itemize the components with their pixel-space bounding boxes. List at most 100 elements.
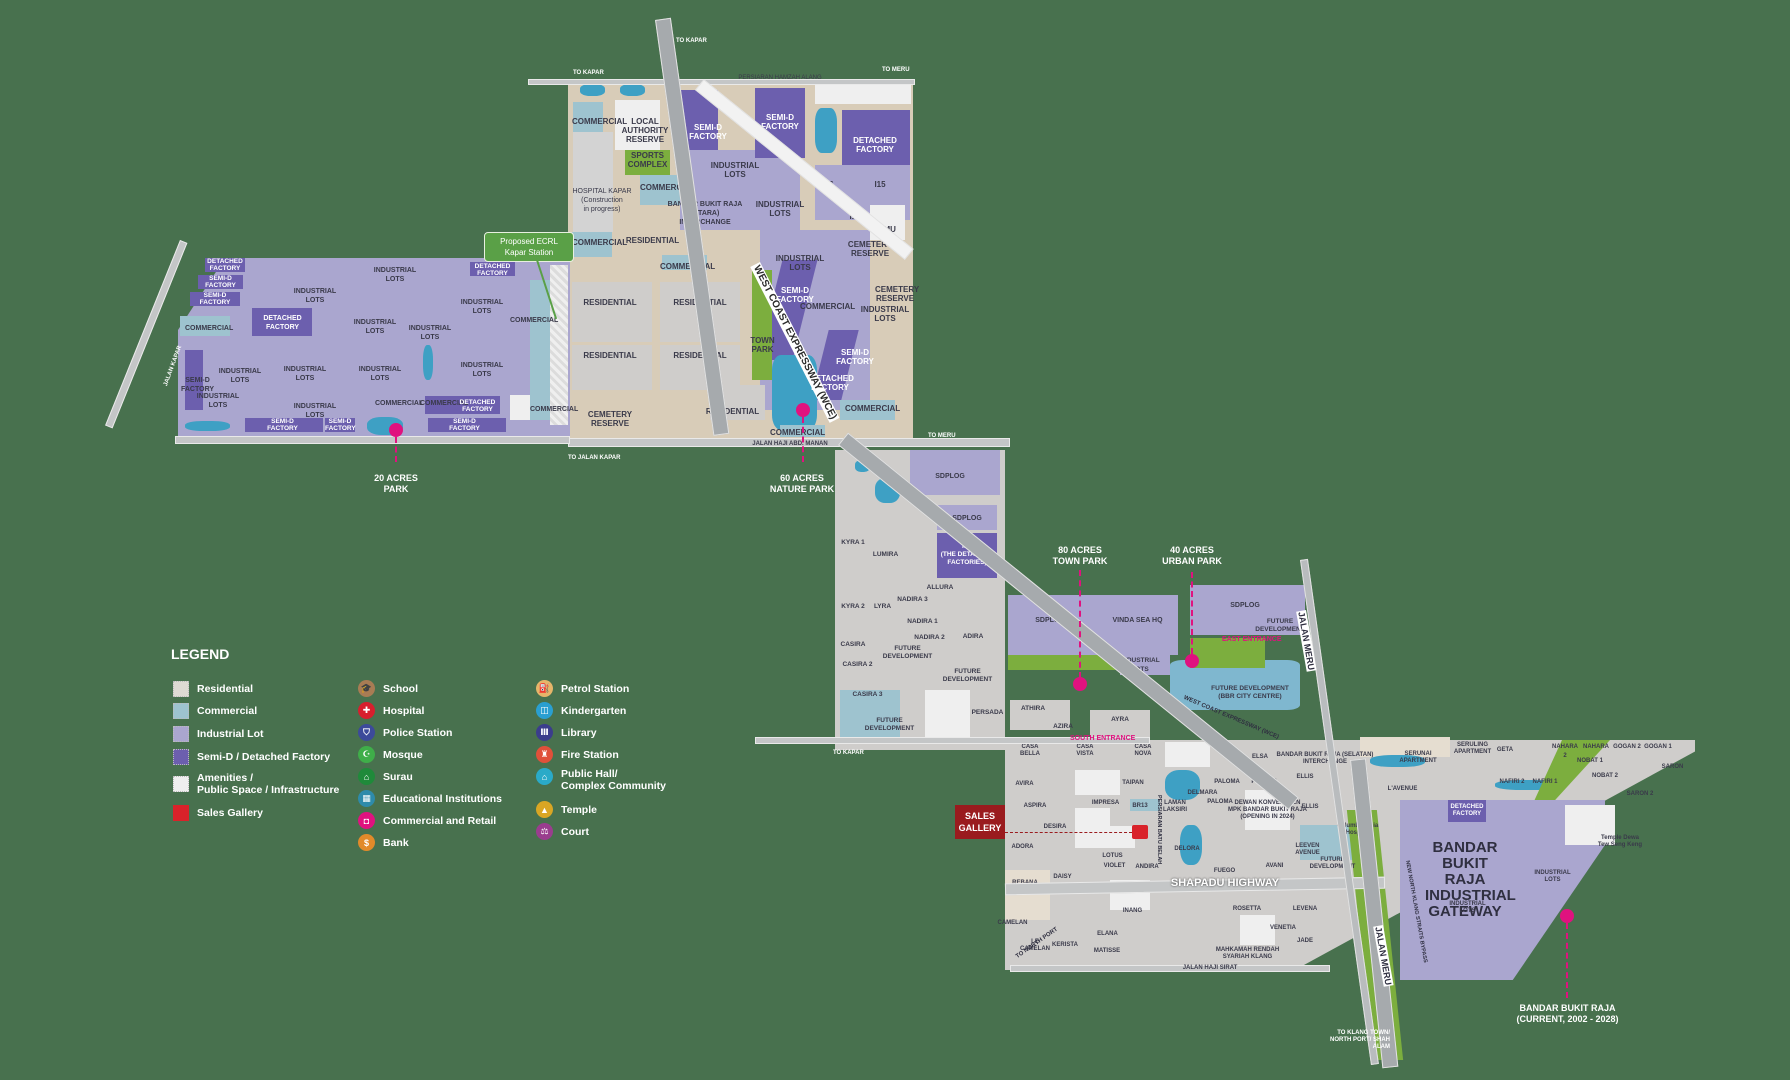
label-fuego: FUEGO [1213, 868, 1236, 874]
label-mahkamah: MAHKAMAH RENDAH SYARIAH KLANG [1215, 947, 1280, 960]
zone-detached-factory [252, 308, 312, 336]
label-semid-factory: SEMI-D FACTORY [689, 123, 727, 141]
label-semid-factory: SEMI-D FACTORY [449, 418, 480, 432]
zone-industrial [680, 150, 800, 230]
zone-semid-factory [185, 350, 203, 410]
label-industrial-lots: INDUSTRIAL LOTS [860, 305, 910, 323]
label-future-development: FUTURE DEVELOPMENT [942, 668, 993, 683]
label-hospital-kapar: HOSPITAL KAPAR (Construction in progress… [572, 188, 632, 213]
label-industrial-lots: INDUSTRIAL LOTS [283, 366, 327, 382]
legend-item-library: Ⅲ Library [536, 724, 597, 741]
legend-item-school: 🎓 School [358, 680, 418, 697]
label-industrial-lots: INDUSTRIAL LOTS [218, 368, 262, 384]
label-residential: RESIDENTIAL [583, 351, 637, 360]
road-label-jalan-haji-sirat: JALAN HAJI SIRAT [1182, 965, 1238, 971]
lake-laman-laksiri [1165, 770, 1200, 800]
legend-label: Court [561, 825, 589, 838]
leader-40-acres-urban-park [1191, 572, 1193, 654]
label-dewan-konvensyen: DEWAN KONVENSYEN MPK BANDAR BUKIT RAJA (… [1228, 800, 1307, 820]
label-commercial: COMMERCIAL [660, 262, 716, 271]
label-casa-nova: CASA NOVA [1134, 744, 1152, 757]
zone-serunai [1360, 737, 1450, 757]
legend-label: Police Station [383, 726, 453, 739]
label-20-acres-park: 20 ACRES PARK [374, 473, 418, 494]
label-adora: ADORA [1011, 844, 1034, 850]
label-laman-laksiri: LAMAN LAKSIRI [1163, 800, 1187, 813]
label-bbr-city-centre: FUTURE DEVELOPMENT (BBR CITY CENTRE) [1211, 685, 1289, 700]
legend-label: Kindergarten [561, 704, 627, 717]
sales-gallery-marker[interactable]: SALES GALLERY [955, 805, 1005, 839]
zone-commercial [572, 232, 612, 257]
label-geta: GETA [1496, 747, 1514, 753]
label-industrial-lots: INDUSTRIAL LOTS [460, 299, 504, 315]
legend-item-semid-factory: Semi-D / Detached Factory [173, 749, 330, 765]
west-zone-base [178, 258, 570, 438]
label-future-development: FUTURE DEVELOPMENT [882, 645, 933, 660]
legend-item-commercial-retail: ◘ Commercial and Retail [358, 812, 496, 829]
zone-detached-factory [205, 258, 245, 272]
label-detached-factory: DETACHED FACTORY [474, 263, 511, 277]
legend-item-public-hall: ⌂ Public Hall/ Complex Community [536, 768, 666, 792]
leader-20-acres-park [395, 437, 397, 462]
pin-bandar-bukit-raja-current[interactable] [1560, 909, 1574, 923]
label-casa-bella: CASA BELLA [1020, 744, 1040, 757]
label-serunai-apartment: SERUNAI APARTMENT [1399, 751, 1437, 764]
label-industrial-lots: INDUSTRIAL LOTS [1449, 901, 1486, 914]
label-paloma: PALOMA [1214, 779, 1240, 785]
direction-to-jalan-kapar: TO JALAN KAPAR [568, 455, 621, 461]
pin-80-acres-town-park[interactable] [1073, 677, 1087, 691]
zone-mahkamah [1240, 915, 1275, 945]
label-industrial-lots: INDUSTRIAL LOTS [775, 254, 825, 272]
legend-item-educational: ▦ Educational Institutions [358, 790, 502, 807]
label-cemetery-reserve: CEMETERY RESERVE [875, 285, 920, 303]
label-bandar-bukit-raja-current: BANDAR BUKIT RAJA (CURRENT, 2002 - 2028) [1516, 1003, 1619, 1024]
label-residential: RESIDENTIAL [583, 298, 637, 307]
pin-20-acres-park[interactable] [389, 423, 403, 437]
label-levena: LEVENA [1292, 906, 1318, 912]
sales-gallery-site[interactable] [1132, 825, 1148, 839]
label-inang: INANG [1122, 908, 1143, 914]
label-industrial-lots: INDUSTRIAL LOTS [755, 200, 805, 218]
zone-semid-factory [198, 275, 243, 289]
legend-label: Petrol Station [561, 682, 630, 695]
label-industrial-lots: INDUSTRIAL LOTS [710, 161, 760, 179]
label-nobat1: NOBAT 1 [1577, 758, 1603, 764]
kindergarten-icon: ◫ [536, 702, 553, 719]
temple-icon: ▲ [536, 801, 553, 818]
legend-label: Bank [383, 836, 409, 849]
label-sdplog: SDPLOG [952, 515, 982, 522]
label-industrial-lots: INDUSTRIAL LOTS [1534, 870, 1571, 883]
legend-label: Residential [197, 683, 254, 695]
legend-item-kindergarten: ◫ Kindergarten [536, 702, 626, 719]
label-detached-factory: DETACHED FACTORY [207, 258, 243, 272]
court-icon: ⚖ [536, 823, 553, 840]
label-casira3: CASIRA 3 [852, 691, 883, 698]
label-ellis: ELLIS [1296, 774, 1314, 780]
swatch-industrial [173, 726, 189, 742]
label-ellis-2: ELLIS [1301, 804, 1319, 810]
zone-sports [625, 150, 670, 175]
swatch-residential [173, 681, 189, 697]
zone-residential [660, 345, 740, 390]
label-nafiri2: NAFIRI 2 [1499, 779, 1525, 785]
zone-detached-factory [842, 110, 910, 165]
label-lotus: LOTUS [1102, 853, 1123, 859]
legend-label: Commercial [197, 705, 258, 717]
pin-40-acres-urban-park[interactable] [1185, 654, 1199, 668]
zone-semid-factory [190, 292, 240, 306]
label-local-authority: LOCAL AUTHORITY RESERVE [621, 117, 669, 144]
label-violet: VIOLET [1103, 863, 1126, 869]
zone-commercial-br13 [1130, 799, 1160, 811]
label-industrial-lots: INDUSTRIAL LOTS [358, 366, 402, 382]
pin-60-acres-nature-park[interactable] [796, 403, 810, 417]
label-sdplog: SDPLOG [1230, 602, 1260, 609]
label-semid-factory: SEMI-D FACTORY [199, 292, 231, 306]
label-commercial: COMMERCIAL [845, 404, 901, 413]
legend-item-industrial-lot: Industrial Lot [173, 726, 264, 742]
lake [815, 108, 837, 153]
label-nadira1: NADIRA 1 [907, 618, 938, 625]
label-semid-factory: SEMI-D FACTORY [180, 377, 215, 393]
label-athira: ATHIRA [1020, 705, 1046, 712]
direction-to-kapar: TO KAPAR [573, 70, 604, 76]
zone-commercial [840, 690, 900, 740]
